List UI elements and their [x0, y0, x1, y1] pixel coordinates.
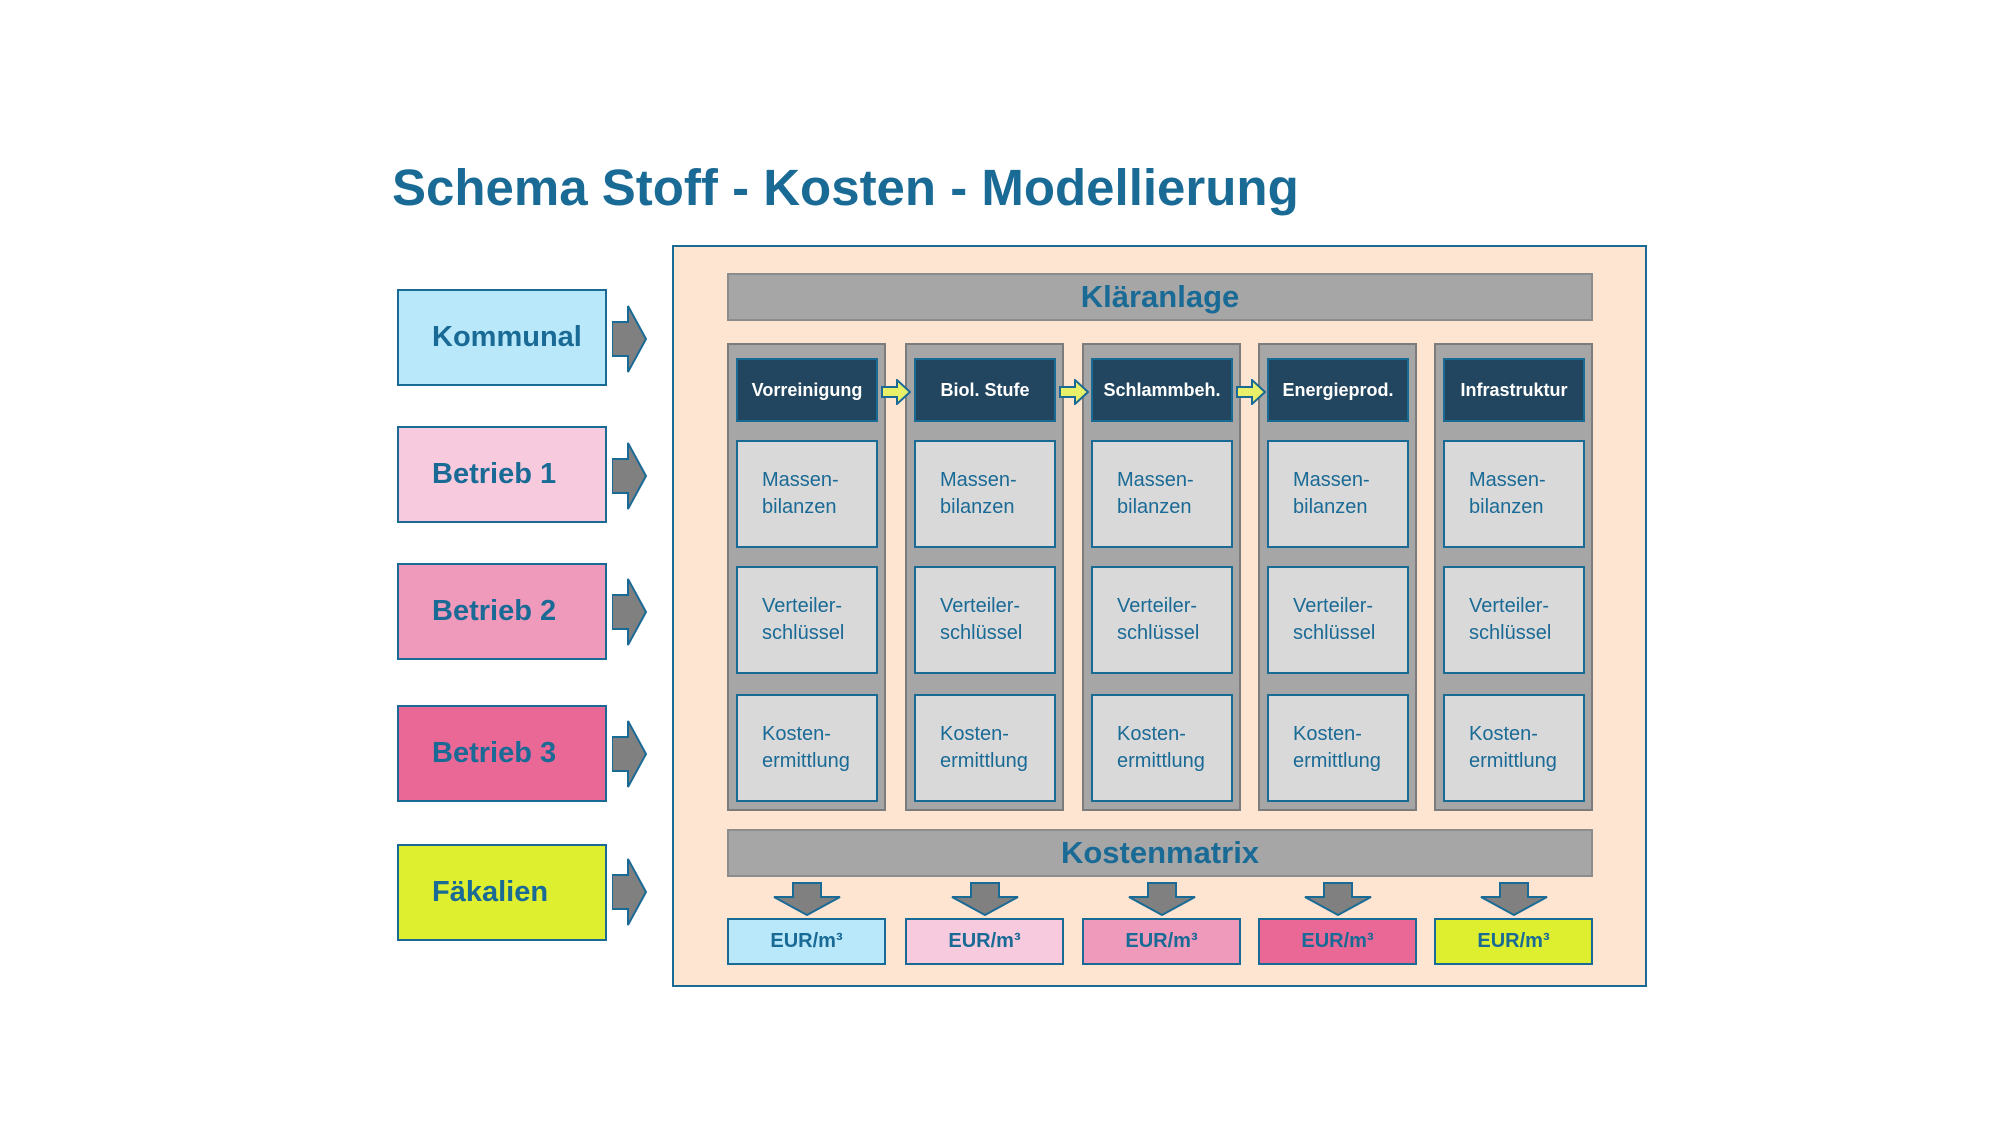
cell-line: Kosten-	[1293, 723, 1362, 745]
source-betrieb-2: Betrieb 2	[397, 563, 607, 660]
source-faekalien: Fäkalien	[397, 844, 607, 941]
source-betrieb-3: Betrieb 3	[397, 705, 607, 802]
stage-header: Biol. Stufe	[914, 358, 1056, 422]
arrow-right-icon	[612, 442, 648, 510]
result-betrieb-2: EUR/m³	[1082, 918, 1241, 965]
stage-header: Infrastruktur	[1443, 358, 1585, 422]
stage-column-schlammbeh: Schlammbeh. Massen-bilanzen Verteiler-sc…	[1082, 343, 1241, 811]
cell-massenbilanzen: Massen-bilanzen	[914, 440, 1056, 548]
cell-verteilerschluessel: Verteiler-schlüssel	[1443, 566, 1585, 674]
cell-line: Massen-	[940, 469, 1017, 491]
cell-massenbilanzen: Massen-bilanzen	[1267, 440, 1409, 548]
cell-line: schlüssel	[940, 622, 1023, 644]
cell-kostenermittlung: Kosten-ermittlung	[1443, 694, 1585, 802]
cell-line: Verteiler-	[1293, 595, 1374, 617]
stage-column-energieprod: Energieprod. Massen-bilanzen Verteiler-s…	[1258, 343, 1417, 811]
arrow-down-icon	[773, 882, 841, 916]
cell-line: Kosten-	[940, 723, 1009, 745]
stage-header: Vorreinigung	[736, 358, 878, 422]
cell-line: Kosten-	[1469, 723, 1538, 745]
cell-line: Massen-	[1117, 469, 1194, 491]
cell-line: Verteiler-	[1117, 595, 1198, 617]
result-faekalien: EUR/m³	[1434, 918, 1593, 965]
plant-header: Kläranlage	[727, 273, 1593, 321]
result-betrieb-3: EUR/m³	[1258, 918, 1417, 965]
cell-line: bilanzen	[940, 496, 1015, 518]
stage-column-vorreinigung: Vorreinigung Massen-bilanzen Verteiler-s…	[727, 343, 886, 811]
arrow-down-icon	[951, 882, 1019, 916]
result-kommunal: EUR/m³	[727, 918, 886, 965]
cell-kostenermittlung: Kosten-ermittlung	[1091, 694, 1233, 802]
cell-line: Massen-	[1469, 469, 1546, 491]
cell-line: Kosten-	[762, 723, 831, 745]
cell-line: schlüssel	[762, 622, 845, 644]
arrow-right-icon	[612, 720, 648, 788]
flow-arrow-icon	[1059, 379, 1089, 405]
cell-line: Massen-	[762, 469, 839, 491]
cell-line: bilanzen	[1469, 496, 1544, 518]
cell-line: ermittlung	[940, 750, 1028, 772]
source-label: Betrieb 2	[432, 595, 557, 627]
cell-line: ermittlung	[1293, 750, 1381, 772]
cell-line: bilanzen	[762, 496, 837, 518]
cost-matrix-bar: Kostenmatrix	[727, 829, 1593, 877]
arrow-right-icon	[612, 858, 648, 926]
flow-arrow-icon	[1236, 379, 1266, 405]
cell-massenbilanzen: Massen-bilanzen	[1443, 440, 1585, 548]
stage-header: Schlammbeh.	[1091, 358, 1233, 422]
cell-kostenermittlung: Kosten-ermittlung	[1267, 694, 1409, 802]
source-label: Betrieb 3	[432, 737, 557, 769]
arrow-right-icon	[612, 578, 648, 646]
page-title: Schema Stoff - Kosten - Modellierung	[392, 159, 1299, 216]
arrow-down-icon	[1304, 882, 1372, 916]
cell-line: bilanzen	[1117, 496, 1192, 518]
source-betrieb-1: Betrieb 1	[397, 426, 607, 523]
stage-column-infrastruktur: Infrastruktur Massen-bilanzen Verteiler-…	[1434, 343, 1593, 811]
cell-line: Massen-	[1293, 469, 1370, 491]
arrow-down-icon	[1480, 882, 1548, 916]
result-betrieb-1: EUR/m³	[905, 918, 1064, 965]
cell-line: bilanzen	[1293, 496, 1368, 518]
cell-line: ermittlung	[762, 750, 850, 772]
cell-line: Verteiler-	[762, 595, 843, 617]
cell-line: Verteiler-	[940, 595, 1021, 617]
cell-line: schlüssel	[1469, 622, 1552, 644]
cell-verteilerschluessel: Verteiler-schlüssel	[914, 566, 1056, 674]
cell-line: schlüssel	[1293, 622, 1376, 644]
stage-column-biol-stufe: Biol. Stufe Massen-bilanzen Verteiler-sc…	[905, 343, 1064, 811]
cell-line: Verteiler-	[1469, 595, 1550, 617]
flow-arrow-icon	[881, 379, 911, 405]
source-label: Betrieb 1	[432, 458, 557, 490]
cell-line: Kosten-	[1117, 723, 1186, 745]
cell-massenbilanzen: Massen-bilanzen	[1091, 440, 1233, 548]
cell-verteilerschluessel: Verteiler-schlüssel	[736, 566, 878, 674]
stage-header: Energieprod.	[1267, 358, 1409, 422]
cell-kostenermittlung: Kosten-ermittlung	[914, 694, 1056, 802]
source-label: Fäkalien	[432, 876, 549, 908]
source-kommunal: Kommunal	[397, 289, 607, 386]
cell-line: ermittlung	[1469, 750, 1557, 772]
cell-line: ermittlung	[1117, 750, 1205, 772]
source-label: Kommunal	[432, 321, 582, 353]
cell-kostenermittlung: Kosten-ermittlung	[736, 694, 878, 802]
cell-massenbilanzen: Massen-bilanzen	[736, 440, 878, 548]
arrow-down-icon	[1128, 882, 1196, 916]
arrow-right-icon	[612, 305, 648, 373]
cell-verteilerschluessel: Verteiler-schlüssel	[1267, 566, 1409, 674]
cell-line: schlüssel	[1117, 622, 1200, 644]
cell-verteilerschluessel: Verteiler-schlüssel	[1091, 566, 1233, 674]
